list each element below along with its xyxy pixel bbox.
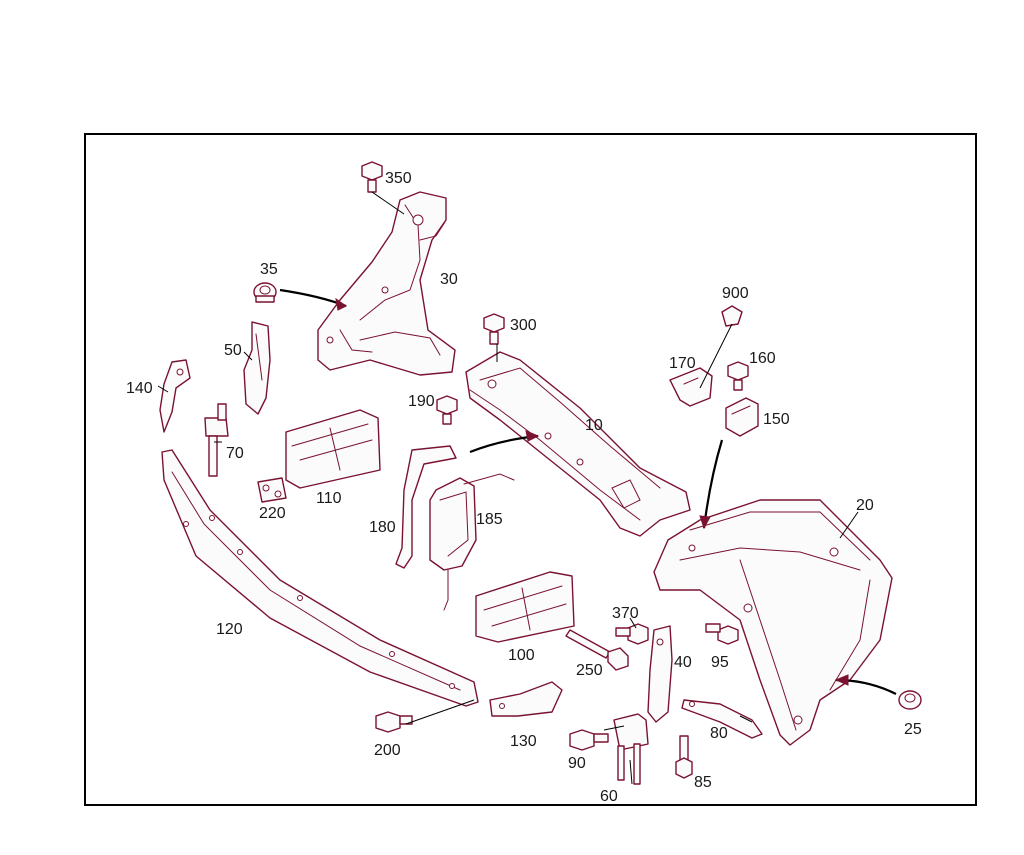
part-60-stud-bracket[interactable]	[613, 713, 649, 785]
part-95-bolt[interactable]	[705, 623, 739, 645]
callout-40: 40	[674, 654, 692, 671]
callout-150: 150	[763, 411, 790, 428]
part-20-radiator-frame[interactable]	[653, 499, 893, 746]
part-220-plate[interactable]	[257, 477, 287, 503]
part-300-bolt[interactable]	[483, 313, 505, 345]
callout-140: 140	[126, 380, 153, 397]
part-130-bracket[interactable]	[489, 681, 563, 717]
part-100-crash-box[interactable]	[475, 571, 575, 643]
part-30-upper-bracket[interactable]	[317, 191, 456, 376]
callout-30: 30	[440, 271, 458, 288]
part-85-bolt[interactable]	[675, 735, 693, 779]
part-140-bracket[interactable]	[159, 359, 191, 433]
part-25-grommet[interactable]	[898, 690, 922, 710]
part-35-grommet[interactable]	[253, 282, 277, 303]
callout-120: 120	[216, 621, 243, 638]
callout-80: 80	[710, 725, 728, 742]
callout-90: 90	[568, 755, 586, 772]
part-370-bolt[interactable]	[615, 623, 649, 645]
callout-200: 200	[374, 742, 401, 759]
part-185-sensor-bracket[interactable]	[429, 473, 515, 611]
part-900-clip[interactable]	[721, 305, 743, 327]
callout-35: 35	[260, 261, 278, 278]
callout-180: 180	[369, 519, 396, 536]
callout-160: 160	[749, 350, 776, 367]
callout-25: 25	[904, 721, 922, 738]
part-170-bracket[interactable]	[669, 367, 713, 407]
callout-70: 70	[226, 445, 244, 462]
callout-labels: 350 35 30 300 900 50 170 160 140 190 10 …	[126, 170, 922, 805]
part-250-bolt[interactable]	[565, 629, 629, 671]
callout-185: 185	[476, 511, 503, 528]
callout-95: 95	[711, 654, 729, 671]
callout-370: 370	[612, 605, 639, 622]
callout-900: 900	[722, 285, 749, 302]
leader-lines	[157, 191, 859, 785]
part-180-bracket-rod[interactable]	[395, 445, 457, 569]
part-90-bolt[interactable]	[569, 729, 609, 751]
callout-20: 20	[856, 497, 874, 514]
part-150-sensor-mount[interactable]	[725, 397, 759, 437]
part-10-crossmember[interactable]	[465, 351, 691, 537]
direction-arrows	[279, 288, 897, 695]
part-200-bolt[interactable]	[375, 711, 413, 733]
part-70-stud[interactable]	[204, 403, 229, 477]
part-160-bolt[interactable]	[727, 361, 749, 391]
callout-300: 300	[510, 317, 537, 334]
callout-10: 10	[585, 417, 603, 434]
callout-350: 350	[385, 170, 412, 187]
callout-100: 100	[508, 647, 535, 664]
part-190-bolt[interactable]	[436, 395, 458, 425]
part-350-bolt[interactable]	[361, 161, 383, 193]
callout-220: 220	[259, 505, 286, 522]
part-40-bracket[interactable]	[647, 625, 673, 723]
callout-60: 60	[600, 788, 618, 805]
part-120-bumper-beam[interactable]	[161, 449, 479, 707]
callout-85: 85	[694, 774, 712, 791]
part-110-crash-box[interactable]	[285, 409, 381, 489]
callout-130: 130	[510, 733, 537, 750]
callout-190: 190	[408, 393, 435, 410]
part-80-strap[interactable]	[681, 699, 763, 739]
callout-170: 170	[669, 355, 696, 372]
callout-110: 110	[316, 490, 342, 507]
callout-250: 250	[576, 662, 603, 679]
callout-50: 50	[224, 342, 242, 359]
